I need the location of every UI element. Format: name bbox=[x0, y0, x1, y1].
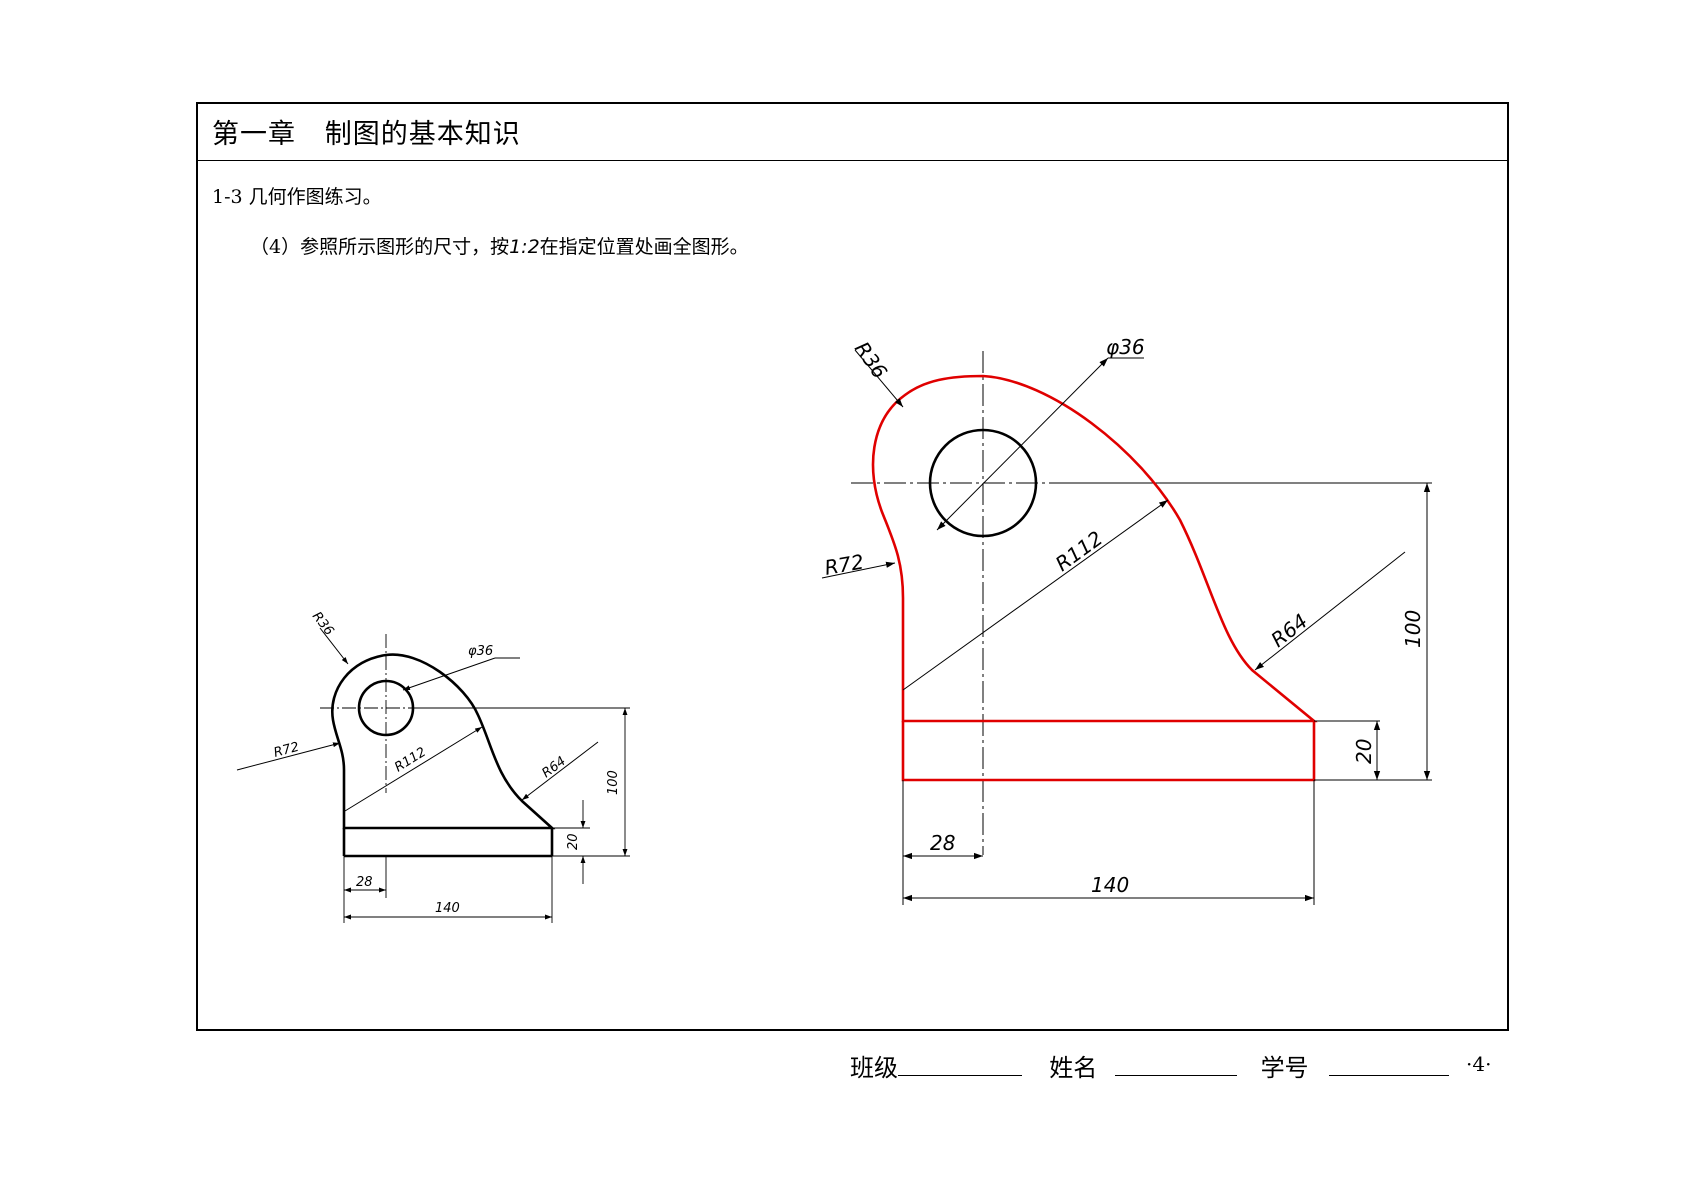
ans-dim-20-label: 20 bbox=[1352, 739, 1376, 764]
ans-r64-label: R64 bbox=[1266, 609, 1312, 652]
ref-dim-20-label: 20 bbox=[566, 833, 581, 850]
footer-fields: 班级 姓名 学号 bbox=[850, 1048, 1449, 1083]
ans-r64-leader bbox=[1254, 551, 1406, 671]
ans-d36-leader bbox=[936, 357, 1109, 531]
ref-r112-leader bbox=[344, 726, 483, 812]
task-suffix: 在指定位置处画全图形。 bbox=[539, 236, 749, 258]
ref-outline bbox=[330, 653, 556, 830]
ref-dim-28-label: 28 bbox=[356, 875, 373, 890]
chapter-title: 第一章 制图的基本知识 bbox=[212, 119, 521, 150]
ref-d36-label: φ36 bbox=[468, 644, 493, 659]
ans-r36-label: R36 bbox=[850, 337, 892, 383]
ans-r112-label: R112 bbox=[1051, 526, 1107, 576]
ans-base-rect bbox=[901, 721, 1316, 782]
name-label: 姓名 bbox=[1049, 1054, 1098, 1082]
exercise-section-heading: 1-3 几何作图练习。 bbox=[212, 186, 382, 208]
ans-dim-140-label: 140 bbox=[1091, 873, 1129, 897]
class-label: 班级 bbox=[850, 1054, 898, 1082]
ans-d36-label: φ36 bbox=[1106, 335, 1145, 359]
class-field[interactable] bbox=[898, 1051, 1022, 1076]
student-id-field[interactable] bbox=[1328, 1051, 1449, 1076]
ans-dim-100-label: 100 bbox=[1401, 610, 1425, 648]
reference-drawing: R36 φ36 R72 R112 R64 100 20 28 140 bbox=[236, 609, 630, 923]
task-scale: 1:2 bbox=[509, 236, 540, 258]
ref-d36-leader bbox=[402, 657, 496, 691]
drawing-frame: 第一章 制图的基本知识 1-3 几何作图练习。 （4）参照所示图形的尺寸，按1:… bbox=[196, 102, 1509, 1031]
ans-r36-leader bbox=[854, 349, 904, 408]
ans-r112-leader bbox=[902, 499, 1169, 691]
page-number: ·4· bbox=[1466, 1052, 1492, 1076]
ref-r36-label: R36 bbox=[309, 609, 337, 638]
ans-r72-label: R72 bbox=[823, 549, 866, 579]
student-id-label: 学号 bbox=[1260, 1054, 1309, 1082]
ans-r72-leader bbox=[821, 561, 896, 579]
ref-r64-leader bbox=[521, 741, 599, 801]
header-band: 第一章 制图的基本知识 bbox=[198, 104, 1507, 161]
ref-r72-label: R72 bbox=[272, 740, 301, 761]
answer-drawing: R36 φ36 R72 R112 R64 100 20 28 140 bbox=[821, 335, 1432, 905]
task-prefix: （4）参照所示图形的尺寸，按 bbox=[250, 236, 510, 258]
ans-dim-28-label: 28 bbox=[930, 831, 955, 855]
ref-dim-140-label: 140 bbox=[435, 901, 460, 916]
ref-dim-100-label: 100 bbox=[606, 770, 621, 795]
ref-r72-leader bbox=[236, 742, 341, 771]
task-instruction: （4）参照所示图形的尺寸，按1:2在指定位置处画全图形。 bbox=[250, 232, 749, 259]
ref-r36-leader bbox=[319, 627, 349, 665]
ref-hole-circle bbox=[357, 679, 415, 737]
ref-r64-label: R64 bbox=[539, 754, 568, 781]
name-field[interactable] bbox=[1115, 1051, 1238, 1076]
